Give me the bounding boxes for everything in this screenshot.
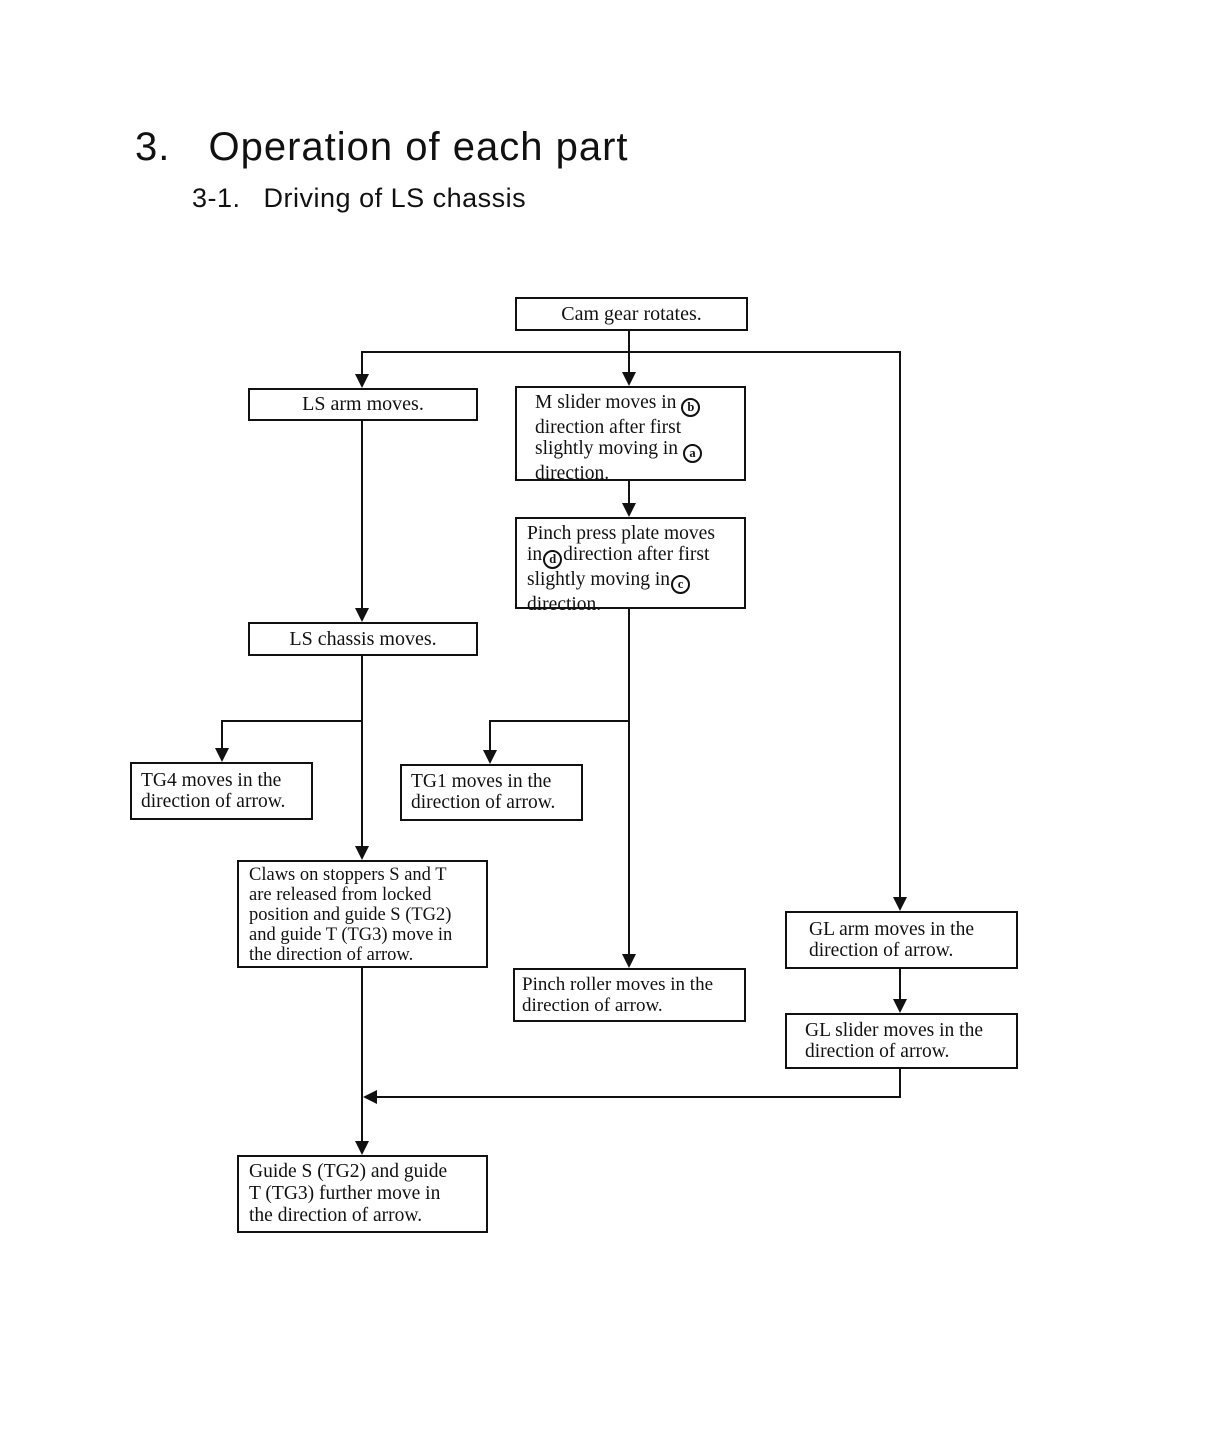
arrowhead-left-merge [363,1090,377,1104]
flow-box-claws-stoppers: Claws on stoppers S and T are released f… [237,860,488,968]
flow-box-gl-slider: GL slider moves in the direction of arro… [785,1013,1018,1069]
arrowhead-down-pinch-press [622,503,636,517]
pinch-roller-line-1: Pinch roller moves in the [522,974,714,995]
connector-drop-to-tg1 [489,720,491,751]
gl-arm-line-2: direction of arrow. [809,940,954,961]
arrowhead-down-gl-arm [893,897,907,911]
connector-branch-to-tg1 [489,720,630,722]
gl-arm-line-1: GL arm moves in the [809,919,974,940]
flow-box-tg1: TG1 moves in the direction of arrow. [400,764,583,821]
circled-a-icon: a [683,443,703,463]
flow-box-ls-chassis: LS chassis moves. [248,622,478,656]
arrowhead-down-ls-arm [355,374,369,388]
flow-box-tg4: TG4 moves in the direction of arrow. [130,762,313,820]
pinch-press-line-4: direction. [527,593,602,615]
flow-box-guide-s-t-further: Guide S (TG2) and guide T (TG3) further … [237,1155,488,1233]
m-slider-line-4: direction. [535,462,610,484]
claws-line-5: the direction of arrow. [249,945,414,965]
pinch-roller-line-2: direction of arrow. [522,995,663,1016]
connector-pinch-press-to-pinch-roller [628,609,630,955]
pinch-press-line-3-pre: slightly moving in [527,568,671,590]
m-slider-line-2: direction after first [535,416,682,438]
connector-gl-arm-to-gl-slider [899,969,901,1000]
section-title: Operation of each part [208,125,629,169]
pinch-press-line-1: Pinch press plate moves [527,523,715,544]
subsection-heading: 3-1. Driving of LS chassis [192,183,526,214]
connector-claws-to-guide-s [361,968,363,1142]
circled-c-icon: c [671,574,691,594]
arrowhead-down-ls-chassis [355,608,369,622]
flow-box-ls-arm-text: LS arm moves. [302,393,424,415]
section-heading: 3. Operation of each part [135,125,629,170]
connector-m-slider-to-pinch-press [628,481,630,504]
guide-s-line-1: Guide S (TG2) and guide [249,1161,448,1182]
flow-box-cam-gear: Cam gear rotates. [515,297,748,331]
arrowhead-down-guide-s [355,1141,369,1155]
circled-b-icon: b [681,397,701,417]
flow-box-pinch-roller: Pinch roller moves in the direction of a… [513,968,746,1022]
flow-box-ls-chassis-text: LS chassis moves. [289,627,437,650]
arrowhead-down-gl-slider [893,999,907,1013]
connector-ls-arm-to-ls-chassis [361,421,363,609]
subsection-title: Driving of LS chassis [263,183,527,213]
arrowhead-down-pinch-roller [622,954,636,968]
subsection-number: 3-1. [192,183,241,213]
arrowhead-down-tg4 [215,748,229,762]
m-slider-line-1-text: M slider moves in [535,392,677,413]
connector-gl-slider-to-main-line [377,1096,901,1098]
arrowhead-down-tg1 [483,750,497,764]
tg1-line-2: direction of arrow. [411,792,556,813]
claws-line-3: position and guide S (TG2) [249,905,452,925]
guide-s-line-2: T (TG3) further move in [249,1183,441,1204]
arrowhead-down-m-slider [622,372,636,386]
tg4-line-2: direction of arrow. [141,791,286,812]
guide-s-line-3: the direction of arrow. [249,1205,423,1226]
claws-line-2: are released from locked [249,885,432,905]
claws-line-1: Claws on stoppers S and T [249,865,447,885]
arrowhead-down-claws [355,846,369,860]
tg4-line-1: TG4 moves in the [141,770,282,791]
pinch-press-line-2-pre: in [527,544,543,565]
connector-top-branch-line [361,351,901,353]
connector-drop-to-tg4 [221,720,223,749]
flow-box-gl-arm: GL arm moves in the direction of arrow. [785,911,1018,969]
tg1-line-1: TG1 moves in the [411,771,552,792]
connector-branch-to-gl-arm [899,351,901,897]
connector-ls-chassis-to-claws [361,656,363,847]
gl-slider-line-2: direction of arrow. [805,1041,950,1062]
section-number: 3. [135,125,171,169]
flow-box-cam-gear-text: Cam gear rotates. [561,302,702,325]
connector-gl-slider-drop [899,1069,901,1098]
claws-line-4: and guide T (TG3) move in [249,925,453,945]
pinch-press-line-2-post: direction after first [563,544,710,565]
m-slider-line-3-text: slightly moving in [535,437,679,459]
circled-d-icon: d [543,549,563,569]
flow-box-ls-arm: LS arm moves. [248,388,478,421]
connector-branch-to-tg4 [221,720,363,722]
gl-slider-line-1: GL slider moves in the [805,1020,983,1041]
connector-branch-to-ls-arm [361,351,363,375]
